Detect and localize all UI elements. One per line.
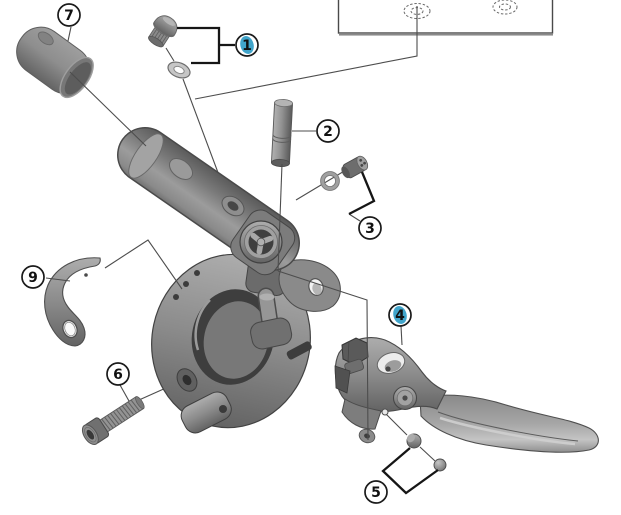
callout-4[interactable]: 4 — [388, 303, 412, 327]
lever-leader-line — [277, 270, 369, 441]
bracket-part-1 — [177, 26, 235, 65]
callout-circle — [358, 216, 382, 240]
callout-circle — [57, 3, 81, 27]
mount-position-mark-left — [403, 3, 431, 19]
part-end-cap — [16, 26, 94, 99]
callout-6-connector — [119, 384, 130, 402]
callout-1[interactable]: 1 — [235, 33, 259, 57]
callout-layer: 1 2 3 4 5 6 7 9 — [21, 3, 412, 504]
callout-number: 1 — [242, 38, 252, 54]
part-ball — [433, 458, 447, 472]
grouping-brackets — [177, 26, 439, 495]
callout-3-connector — [348, 213, 361, 222]
master-cylinder-body — [117, 127, 341, 434]
callout-number: 4 — [395, 308, 405, 324]
callout-number: 3 — [365, 221, 375, 237]
callout-5[interactable]: 5 — [364, 480, 388, 504]
callout-circle — [316, 119, 340, 143]
part-clamp-band — [44, 257, 101, 347]
callout-number: 7 — [64, 8, 74, 24]
lever-mount-tab — [278, 259, 341, 312]
bushing-hole — [381, 408, 389, 416]
callout-circle — [21, 265, 45, 289]
tube-end-cap-seat — [128, 133, 164, 179]
part-pivot-pin — [270, 99, 294, 167]
callout-9-connector — [45, 277, 71, 282]
callout-7-connector — [67, 26, 72, 42]
bracket-part-5 — [381, 447, 439, 495]
callout-2[interactable]: 2 — [316, 119, 340, 143]
part-bleed-screw — [148, 15, 178, 48]
callout-number: 9 — [28, 270, 38, 286]
callout-6[interactable]: 6 — [106, 362, 130, 386]
hex-socket — [86, 429, 95, 440]
callout-number: 2 — [323, 124, 333, 140]
cap-dimple — [37, 31, 54, 46]
callout-highlight — [240, 36, 254, 54]
callout-number: 6 — [113, 367, 123, 383]
callout-9[interactable]: 9 — [21, 265, 45, 289]
clamp-bottom-boss — [180, 391, 232, 434]
tube-top-nub — [168, 158, 194, 180]
callout-4-connector — [400, 325, 403, 346]
lever-lower-arm — [341, 398, 382, 430]
lever-pivot-boss — [230, 209, 296, 276]
band-leader-line — [104, 239, 183, 290]
callout-circle — [364, 480, 388, 504]
part-lever-assembly — [334, 337, 599, 453]
reference-box-outline — [337, 0, 554, 34]
pin-axis-line — [277, 163, 283, 272]
part-set-screw — [341, 155, 369, 179]
part-bleed-washer — [167, 61, 191, 79]
mount-position-mark-right-inner — [499, 3, 511, 11]
part-bushing — [406, 433, 422, 449]
callout-7[interactable]: 7 — [57, 3, 81, 27]
part-o-ring — [320, 171, 340, 191]
clamp-ring — [151, 253, 312, 434]
callout-highlight — [393, 306, 407, 324]
handlebar-reference-box — [337, 0, 554, 36]
mount-position-mark-right — [492, 0, 518, 15]
cap-leader-line — [69, 71, 147, 147]
callout-circle — [106, 362, 130, 386]
bushing-axis-line — [384, 412, 436, 462]
callout-number: 5 — [371, 485, 381, 501]
bracket-part-3 — [348, 171, 376, 216]
callout-3[interactable]: 3 — [358, 216, 382, 240]
part-clamp-bolt — [81, 396, 145, 446]
leader-lines-front — [45, 6, 418, 441]
box-leader-line — [194, 6, 418, 100]
